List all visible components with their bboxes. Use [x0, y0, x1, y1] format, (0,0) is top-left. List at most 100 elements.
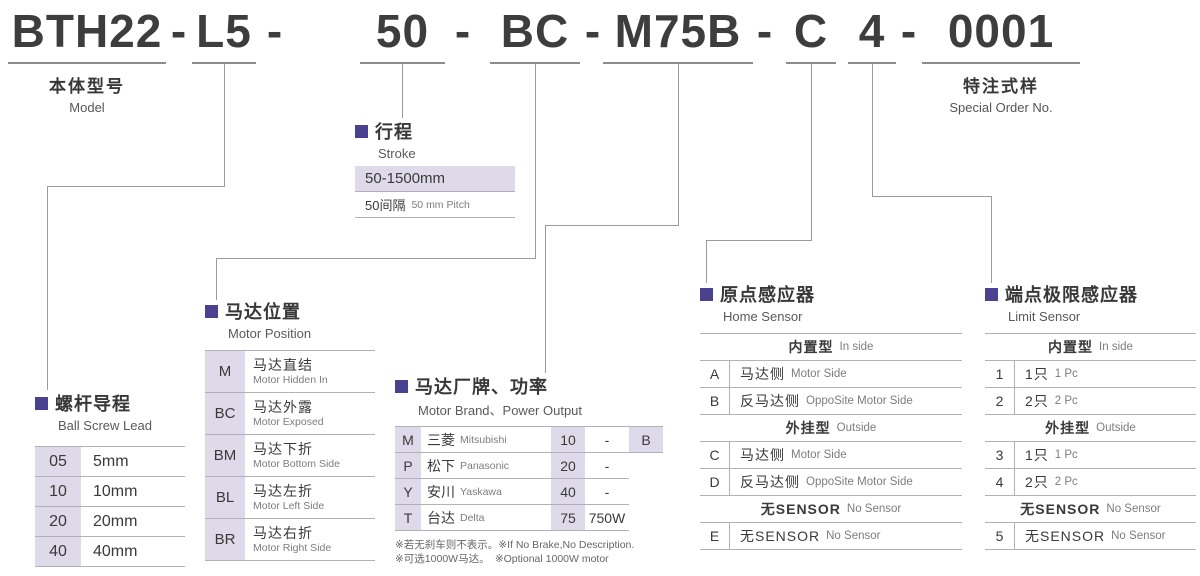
connector-line: [706, 240, 812, 241]
desc-zh: 马达左折: [253, 483, 313, 499]
desc-zh: 马达侧: [740, 447, 785, 463]
brand-en: Mitsubishi: [460, 433, 507, 446]
ball-screw-lead-title-en: Ball Screw Lead: [58, 418, 152, 433]
hyphen-separator: -: [900, 5, 918, 57]
desc-en: 1 Pc: [1054, 449, 1078, 461]
limit-sensor-header: 端点极限感应器: [985, 281, 1138, 307]
special-order-label-zh: 特注式样: [963, 77, 1039, 96]
brand-zh: 台达: [427, 509, 455, 526]
connector-line: [47, 186, 225, 187]
desc-en: 2 Pc: [1054, 395, 1078, 407]
motor-brand-header: 马达厂牌、功率: [395, 373, 548, 399]
model-label-en: Model: [69, 100, 105, 115]
code-cell: D: [700, 469, 730, 495]
table-row: M 马达直结 Motor Hidden In: [205, 351, 375, 393]
value-cell: 2只 2 Pc: [1015, 469, 1196, 495]
code-cell: BL: [205, 477, 245, 518]
sensor-group-header: 内置型 In side: [700, 334, 962, 361]
ball-screw-lead-title-zh: 螺杆导程: [55, 394, 131, 414]
section-bullet-icon: [205, 304, 218, 318]
group-zh: 内置型: [788, 339, 834, 355]
hyphen-separator: -: [170, 5, 188, 57]
desc-en: Motor Hidden In: [253, 374, 328, 386]
desc-en: Motor Left Side: [253, 500, 325, 512]
stroke-pitch-box: 50间隔 50 mm Pitch: [355, 192, 515, 218]
model-label: 本体型号 Model: [12, 72, 162, 115]
home-sensor-title-en: Home Sensor: [723, 309, 803, 324]
value-cell: 马达左折 Motor Left Side: [245, 477, 375, 518]
watt-cell: -: [585, 427, 629, 452]
model-seg-home-sensor: C: [786, 2, 836, 64]
value-cell: 马达下折 Motor Bottom Side: [245, 435, 375, 476]
hyphen-separator: -: [454, 5, 472, 57]
limit-sensor-title-zh: 端点极限感应器: [1005, 285, 1138, 305]
connector-line: [706, 240, 707, 283]
brake-option-cell: B: [629, 427, 663, 452]
code-cell: M: [395, 427, 421, 452]
stroke-title-zh: 行程: [375, 122, 413, 142]
desc-zh: 马达右折: [253, 525, 313, 541]
table-row: 40 40mm: [35, 537, 185, 567]
watt-cell: -: [585, 453, 629, 478]
brand-zh: 三菱: [427, 431, 455, 448]
code-cell: E: [700, 523, 730, 549]
code-cell: 40: [35, 537, 81, 566]
value-cell: 20mm: [93, 512, 138, 530]
group-en: Outside: [836, 422, 877, 434]
sensor-option-row: 3 1只 1 Pc: [985, 442, 1196, 469]
table-row: T 台达 Delta 75 750W: [395, 505, 629, 531]
desc-zh: 无SENSOR: [740, 528, 821, 544]
connector-line: [545, 225, 679, 226]
brand-cell: 安川 Yaskawa: [421, 479, 551, 504]
value-cell: 无SENSOR No Sensor: [1015, 523, 1196, 549]
sensor-group-header: 内置型 In side: [985, 334, 1196, 361]
sensor-group-header: 无SENSOR No Sensor: [985, 496, 1196, 523]
connector-line: [872, 64, 873, 196]
group-zh: 无SENSOR: [760, 501, 841, 517]
desc-en: No Sensor: [1111, 530, 1166, 542]
sensor-group-header: 外挂型 Outside: [985, 415, 1196, 442]
stroke-title-en: Stroke: [378, 146, 416, 161]
code-cell: 10: [35, 477, 81, 506]
connector-line: [545, 225, 546, 373]
hyphen-separator: -: [584, 5, 602, 57]
power-cell: 75: [551, 505, 585, 530]
section-bullet-icon: [355, 124, 368, 138]
desc-en: No Sensor: [826, 530, 881, 542]
value-cell: 10mm: [93, 482, 138, 500]
footnote-brake: ※若无刹车则不表示。※If No Brake,No Description.: [395, 539, 635, 551]
motor-brand-title-en: Motor Brand、Power Output: [418, 403, 583, 418]
table-row: 20 20mm: [35, 507, 185, 537]
code-cell: 3: [985, 442, 1015, 468]
value-cell: 反马达侧 OppoSite Motor Side: [730, 469, 962, 495]
code-cell: 2: [985, 388, 1015, 414]
value-cell: 2只 2 Pc: [1015, 388, 1196, 414]
value-cell: 无SENSOR No Sensor: [730, 523, 962, 549]
sensor-group-header: 无SENSOR No Sensor: [700, 496, 962, 523]
motor-position-table: M 马达直结 Motor Hidden In BC 马达外露 Motor Exp…: [205, 350, 375, 561]
desc-en: Motor Side: [791, 368, 847, 380]
model-seg-series: BTH22: [8, 2, 166, 64]
stroke-range-box: 50-1500mm: [355, 166, 515, 192]
value-cell: 40mm: [93, 542, 138, 560]
desc-en: OppoSite Motor Side: [806, 395, 913, 407]
section-bullet-icon: [700, 287, 713, 301]
power-cell: 20: [551, 453, 585, 478]
group-en: In side: [839, 341, 874, 353]
desc-zh: 1只: [1025, 447, 1049, 463]
table-row: 10 10mm: [35, 477, 185, 507]
code-cell: 5: [985, 523, 1015, 549]
stroke-header: 行程: [355, 118, 413, 144]
code-cell: 4: [985, 469, 1015, 495]
power-cell: 10: [551, 427, 585, 452]
code-cell: 1: [985, 361, 1015, 387]
desc-en: Motor Exposed: [253, 416, 324, 428]
connector-line: [991, 196, 992, 283]
home-sensor-header: 原点感应器: [700, 281, 815, 307]
connector-line: [402, 64, 403, 118]
value-cell: 反马达侧 OppoSite Motor Side: [730, 388, 962, 414]
connector-line: [224, 64, 225, 186]
value-cell: 马达直结 Motor Hidden In: [245, 351, 375, 392]
motor-position-header: 马达位置: [205, 298, 301, 324]
group-en: No Sensor: [1106, 503, 1161, 515]
